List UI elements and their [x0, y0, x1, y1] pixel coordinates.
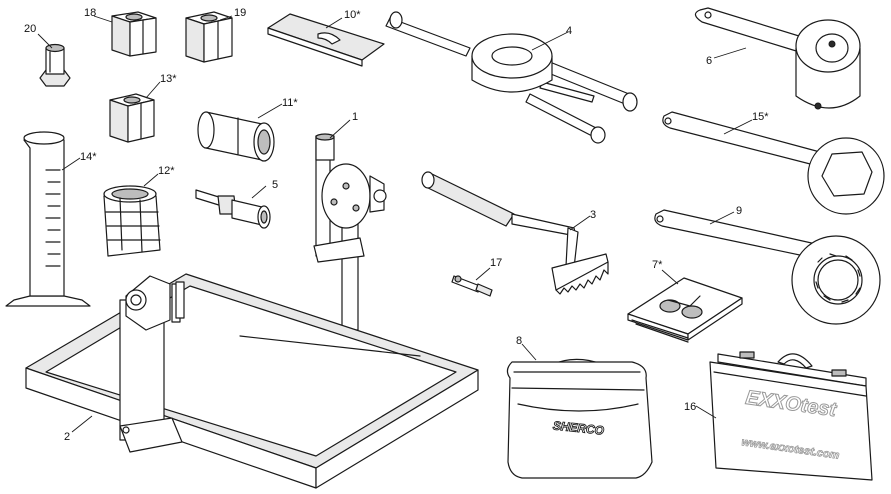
tool-19-split-block — [185, 11, 233, 63]
callout-6: 6 — [706, 55, 712, 67]
tool-10-spacer-plate — [267, 13, 385, 67]
callout-18: 18 — [84, 7, 96, 19]
leader-lines — [37, 15, 753, 433]
tool-15-box-spanner — [662, 111, 885, 215]
tool-13-split-block — [109, 93, 155, 143]
bag-logo: SHERCO — [552, 418, 605, 437]
callout-13: 13* — [160, 73, 177, 85]
tool-20-hex-adapter — [39, 43, 71, 87]
callout-5: 5 — [272, 179, 278, 191]
callout-10: 10* — [344, 9, 361, 21]
callout-9: 9 — [736, 205, 742, 217]
tool-4-crankcase-puller — [385, 11, 638, 144]
callout-14: 14* — [80, 151, 97, 163]
callout-3: 3 — [590, 209, 596, 221]
callout-17: 17 — [490, 257, 502, 269]
callout-8: 8 — [516, 335, 522, 347]
tool-18-split-block — [111, 11, 157, 57]
callout-20: 20 — [24, 23, 36, 35]
tool-2-tray-stand — [25, 273, 479, 489]
tool-3-valve-tool — [421, 171, 609, 295]
tool-11-sleeve — [197, 111, 275, 162]
tool-1-engine-holder-stand — [313, 133, 387, 331]
callout-7: 7* — [652, 259, 663, 271]
tool-12-slotted-sleeve — [103, 185, 161, 257]
callout-2: 2 — [64, 431, 70, 443]
callout-12: 12* — [158, 165, 175, 177]
callout-1: 1 — [352, 111, 358, 123]
callout-15: 15* — [752, 111, 769, 123]
tool-6-pin-spanner — [694, 7, 861, 110]
tool-5-threaded-adapter — [195, 189, 271, 229]
tool-9-ring-spanner — [654, 209, 881, 325]
callout-19: 19 — [234, 7, 246, 19]
callout-4: 4 — [566, 25, 572, 37]
callout-11: 11* — [282, 97, 298, 109]
tool-17-small-probe — [451, 275, 493, 297]
callout-16: 16 — [684, 401, 696, 413]
tool-16-toolbox-case — [709, 351, 873, 481]
tool-14-measuring-cylinder — [5, 131, 91, 307]
tool-8-tool-bag — [506, 358, 653, 479]
tool-7-manual-booklet — [627, 277, 743, 343]
